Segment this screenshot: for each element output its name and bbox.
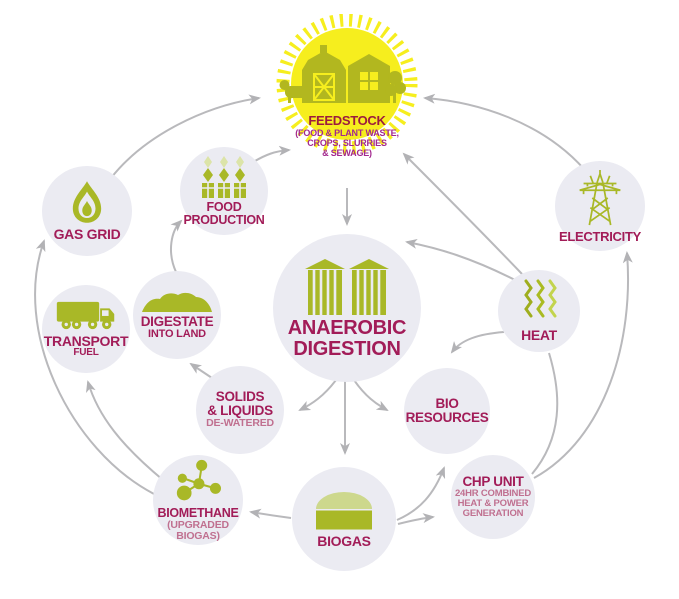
transport-fuel-label: TRANSPORT xyxy=(43,332,129,349)
arrow-biogas-to-biomethane xyxy=(249,508,292,519)
chp-unit-sublabel: 24HR COMBINED HEAT & POWER GENERATION xyxy=(454,487,532,520)
digestate-sublabel: INTO LAND xyxy=(148,327,206,340)
silos-icon xyxy=(305,258,389,315)
arrow-solids-liquids-to-digestate xyxy=(189,362,213,379)
solids-liquids-sublabel: DE-WATERED xyxy=(206,417,274,430)
node-heat: HEAT xyxy=(498,270,580,352)
node-digestate: DIGESTATE INTO LAND xyxy=(133,271,221,359)
arrow-anaerobic-digestion-to-bio-resources xyxy=(353,379,389,411)
feedstock-sublabel: (FOOD & PLANT WASTE, CROPS, SLURRIES & S… xyxy=(295,127,399,159)
bio-resources-label: BIO RESOURCES xyxy=(405,395,489,425)
node-chp-unit: CHP UNIT 24HR COMBINED HEAT & POWER GENE… xyxy=(451,455,535,539)
molecule-icon xyxy=(176,459,221,500)
node-solids-liquids: SOLIDS & LIQUIDS DE-WATERED xyxy=(196,366,284,454)
arrow-digestate-to-food-production xyxy=(169,219,183,273)
node-electricity: ELECTRICITY xyxy=(555,161,645,251)
pylon-icon xyxy=(579,169,621,225)
node-bio-resources: BIO RESOURCES xyxy=(404,368,490,454)
mound-icon xyxy=(142,292,212,312)
gas-grid-label: GAS GRID xyxy=(53,226,121,243)
arrow-heat-to-feedstock xyxy=(402,152,523,275)
biogas-label: BIOGAS xyxy=(317,533,371,550)
flame-icon xyxy=(72,181,102,223)
arrow-electricity-to-feedstock xyxy=(423,93,585,170)
node-biomethane: BIOMETHANE (UPGRADED BIOGAS) xyxy=(153,455,243,545)
node-biogas: BIOGAS xyxy=(292,467,396,571)
arrow-heat-to-anaerobic-digestion xyxy=(405,238,518,282)
node-food-production: FOOD PRODUCTION xyxy=(180,147,268,235)
heat-waves-icon xyxy=(524,279,557,318)
food-production-label: FOOD PRODUCTION xyxy=(183,199,265,227)
arrow-biogas-to-bio-resources xyxy=(396,466,446,521)
arrow-biomethane-to-transport-fuel xyxy=(86,380,164,481)
arrow-biogas-to-chp-unit xyxy=(397,513,435,525)
chp-unit-label: CHP UNIT xyxy=(462,473,524,489)
arrow-chp-unit-to-electricity xyxy=(533,251,633,479)
wheat-icon xyxy=(202,155,246,198)
node-feedstock: FEEDSTOCK (FOOD & PLANT WASTE, CROPS, SL… xyxy=(257,14,437,174)
gas-dome-icon xyxy=(316,492,372,530)
node-anaerobic-digestion: ANAEROBIC DIGESTION xyxy=(273,234,421,382)
arrow-biomethane-to-gas-grid xyxy=(34,239,155,495)
arrow-heat-to-bio-resources xyxy=(450,331,505,354)
sun-burst-icon xyxy=(276,14,418,155)
feedstock-label: FEEDSTOCK xyxy=(308,113,386,128)
electricity-label: ELECTRICITY xyxy=(559,228,641,244)
anaerobic-digestion-label: ANAEROBIC DIGESTION xyxy=(287,316,407,360)
heat-label: HEAT xyxy=(521,327,557,344)
arrow-anaerobic-digestion-to-solids-liquids xyxy=(298,379,337,411)
biomethane-sublabel: (UPGRADED BIOGAS) xyxy=(167,518,229,542)
solids-liquids-label: SOLIDS & LIQUIDS xyxy=(207,389,273,419)
truck-icon xyxy=(56,301,115,329)
digestate-label: DIGESTATE xyxy=(140,313,214,329)
node-gas-grid: GAS GRID xyxy=(42,166,132,256)
arrow-chp-unit-to-heat xyxy=(531,352,559,475)
transport-fuel-sublabel: FUEL xyxy=(73,347,99,359)
node-transport-fuel: TRANSPORT FUEL xyxy=(42,285,130,373)
arrow-gas-grid-to-feedstock xyxy=(110,94,261,179)
biomethane-label: BIOMETHANE xyxy=(157,505,239,520)
